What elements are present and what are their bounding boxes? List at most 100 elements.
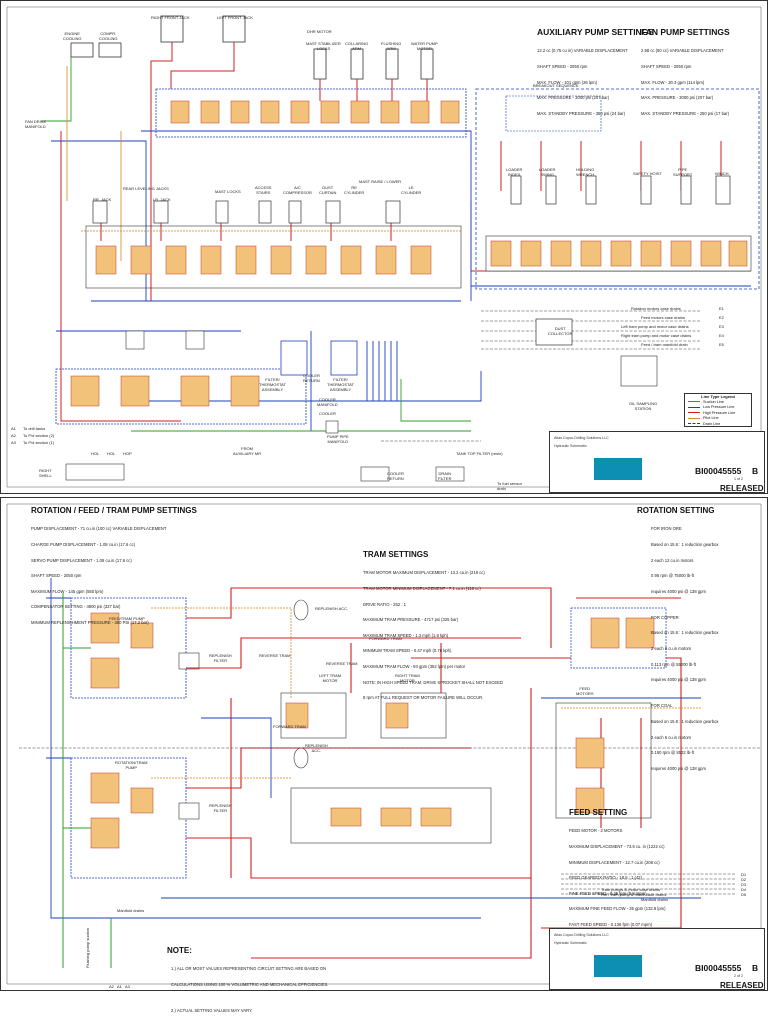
cooler-label: COOLER — [319, 411, 336, 416]
line-type-legend: Line Type Legend Suction Line Low Pressu… — [684, 393, 752, 427]
rotation-feed-tram-title: ROTATION / FEED / TRAM PUMP SETTINGS — [31, 506, 197, 515]
safety-hoist-label: SAFETY HOIST — [633, 171, 662, 176]
legend-item: Drain Line — [685, 421, 751, 427]
pipe-support-label: PIPE SUPPORT — [673, 167, 693, 177]
tank-top-filter-label: TANK TOP FILTER (resin) — [456, 451, 503, 456]
legend-label: High Pressure Line — [703, 410, 736, 415]
right-tram-case-label: Right tram pump and motor case drains — [621, 333, 692, 338]
left-tram-motor-label: LEFT TRAM MOTOR — [319, 673, 342, 683]
legend-swatch — [688, 401, 700, 403]
port-e5: E5 — [719, 342, 724, 347]
document-number: BI00045555 — [695, 963, 742, 973]
rotation-feed-tram-settings: PUMP DISPLACEMENT - 71 cu.in (100 cc) VA… — [31, 516, 166, 636]
re-cylinder-label: RE CYLINDER — [344, 185, 365, 195]
rot-line: CHARGE PUMP DISPLACEMENT - 1.08 cu.in (1… — [31, 542, 136, 548]
port-d2: D2 — [741, 877, 747, 882]
to-drill-tanks-label: To drill tanks — [23, 426, 46, 431]
water-pump-motor-label: WATER PUMP MOTOR — [411, 41, 438, 51]
manifold-drains-2-label: Manifold drains — [117, 908, 145, 913]
to-pr-section-1-label: To P/d section (1) — [23, 440, 55, 445]
port-a1-sheet2: A1 — [117, 984, 122, 989]
legend-label: Low Pressure Line — [703, 405, 735, 410]
tram-line: MAXIMUM TRAM SPEED - 1.3 mph (1.8 kph) — [363, 632, 449, 638]
fan-line: MAX. FLOW - 30.3 gpm (114 lpm) — [641, 79, 705, 85]
legend-item: Pilot Line — [685, 416, 751, 422]
le-cylinder-label: LE CYLINDER — [401, 185, 422, 195]
right-front-jack-label: RIGHT FRONT JACK — [151, 15, 190, 20]
note-line: 1.) ALL OR MOST VALUES REPRESENTING CIRC… — [171, 966, 327, 972]
reverse-tram-label: REVERSE TRAM — [259, 653, 291, 658]
legend-label: Drain Line — [703, 421, 721, 426]
title-block-company: Atlas Copco Drilling Solutions LLC — [554, 436, 609, 440]
port-e2: E2 — [719, 315, 724, 320]
to-fuel-sensor-label: To fuel sensor drain — [497, 481, 522, 491]
manifold-drains-label: Manifold drains — [641, 897, 669, 902]
released-stamp: RELEASED — [720, 484, 764, 493]
tram-settings-title: TRAM SETTINGS — [363, 550, 429, 559]
legend-swatch — [688, 412, 700, 414]
port-d4: D4 — [741, 887, 747, 892]
port-d5: D5 — [741, 892, 747, 897]
rotset-line: requires 4000 psi @ 138 gpm — [651, 677, 706, 683]
feed-line: FINE FEED SPEED - 0.25 fpm (0.8 mpm) — [569, 890, 647, 896]
from-auxiliary-mr-label: FROM AUXILIARY MR — [233, 446, 262, 456]
tram-line: MINIMUM TRAM SPEED - 0.47 mph (0.76 kph) — [363, 648, 452, 654]
feed-line: MINIMUM DISPLACEMENT - 12.7 cu.in (208 c… — [569, 859, 660, 865]
rot-line: COMPENSATOR SETTING - 4900 psi (337 bar) — [31, 604, 121, 610]
mast-raise-lower-label: MAST RAISE / LOWER — [359, 179, 402, 184]
legend-item: High Pressure Line — [685, 410, 751, 416]
tram-line: 8 rpm AT FULL REQUEST OR MOTOR FAILURE W… — [363, 695, 484, 701]
feed-line: MAXIMUM FINE FEED FLOW - 35 gpm (132.8 l… — [569, 906, 666, 912]
tram-line: NOTE: IN HIGH SPEED TRAM, DRIVE SPROCKET… — [363, 679, 503, 685]
port-e3: E3 — [719, 324, 724, 329]
flushing-pump-suction-label: Flushing pump suction — [85, 927, 90, 968]
legend-swatch — [688, 406, 700, 408]
note-title: NOTE: — [167, 946, 192, 955]
fan-pump-settings: 2.98 cc (60 cc) VARIABLE DISPLACEMENT SH… — [641, 38, 729, 126]
left-front-jack-label: LEFT FRONT JACK — [217, 15, 253, 20]
port-a2-sheet2: A2 — [109, 984, 114, 989]
winch-label: WINCH — [715, 171, 729, 176]
tram-line: DRIVE RATIO - 252 : 1 — [363, 601, 406, 607]
rotset-line: 0.95 rpm @ 75000 lb-ft — [651, 573, 694, 579]
rotset-line: 2 each 6 cu.in motors — [651, 734, 692, 740]
rear-leveling-jacks-label: REAR LEVELING JACKS — [123, 186, 169, 191]
rotset-line: Based on 15.8 : 1 reduction gearbox — [651, 630, 719, 636]
rot-line: SERVO PUMP DISPLACEMENT - 1.08 cu.in (17… — [31, 557, 132, 563]
flushing-arm-label: FLUSHING ARM — [381, 41, 402, 51]
right-shell-label: RIGHT SHELL — [39, 468, 52, 478]
aux-line: MAX. PRESSURE - 3000 psi (207 bar) — [537, 95, 610, 101]
rot-line: MAXIMUM FLOW - 145 gpm (550 lpm) — [31, 588, 104, 594]
hol-2-label: HOL — [107, 451, 116, 456]
lr-jack-label: LR. JACK — [153, 197, 171, 202]
port-e4: E4 — [719, 333, 724, 338]
rotset-line: Based on 15.8 : 1 reduction gearbox — [651, 718, 719, 724]
aux-line: 12.2 cc (0.75 cu in) VARIABLE DISPLACEME… — [537, 48, 628, 54]
port-a2: A2 — [11, 433, 16, 438]
feed-motors-case-label: Feed motors case drains — [641, 315, 686, 320]
forward-tram-2-label: FORWARD TRAM — [273, 724, 306, 729]
rot-line: SHAFT SPEED - 2050 rpm — [31, 573, 82, 579]
loader-index-label: LOADER INDEX — [506, 167, 523, 177]
filter-thermostat-2-label: FILTER/ THERMOSTAT ASSEMBLY — [327, 377, 354, 392]
fan-pump-title: FAN PUMP SETTINGS — [641, 27, 730, 37]
rotset-line: 0.150 rpm @ 8522 lb-ft — [651, 750, 694, 756]
title-block-sheet-2: Atlas Copco Drilling Solutions LLC Hydra… — [549, 928, 765, 990]
rot-line: PUMP DISPLACEMENT - 71 cu.in (100 cc) VA… — [31, 526, 167, 532]
mast-stabilizer-label: MAST STABILIZER LOCKS — [306, 41, 341, 51]
access-stairs-label: ACCESS STAIRS — [255, 185, 272, 195]
rotset-line: FOR COPPER — [651, 614, 679, 620]
feed-line: FEED GEARBOX RATIO - 18.5 : 1 (42) — [569, 875, 642, 881]
port-e1: E1 — [719, 306, 724, 311]
legend-label: Suction Line — [703, 399, 724, 404]
mast-locks-label: MAST LOCKS — [215, 189, 241, 194]
tram-pumps-case-label: Tram pumps & motor case drains — [601, 887, 660, 892]
feed-setting-title: FEED SETTING — [569, 808, 628, 817]
port-a1: A1 — [11, 426, 16, 431]
engine-cooling-label: ENGINE COOLING — [63, 31, 82, 41]
note-line: 2.) ACTUAL SETTING VALUES MAY VARY. — [171, 1008, 253, 1014]
legend-item: Low Pressure Line — [685, 405, 751, 411]
oil-sampling-station-label: OIL SAMPLING STATION — [629, 401, 658, 411]
note-line: CALCULATIONS USING 100 % VOLUMETRIC AND … — [171, 982, 329, 988]
rotset-line: FOR COAL — [651, 703, 673, 709]
